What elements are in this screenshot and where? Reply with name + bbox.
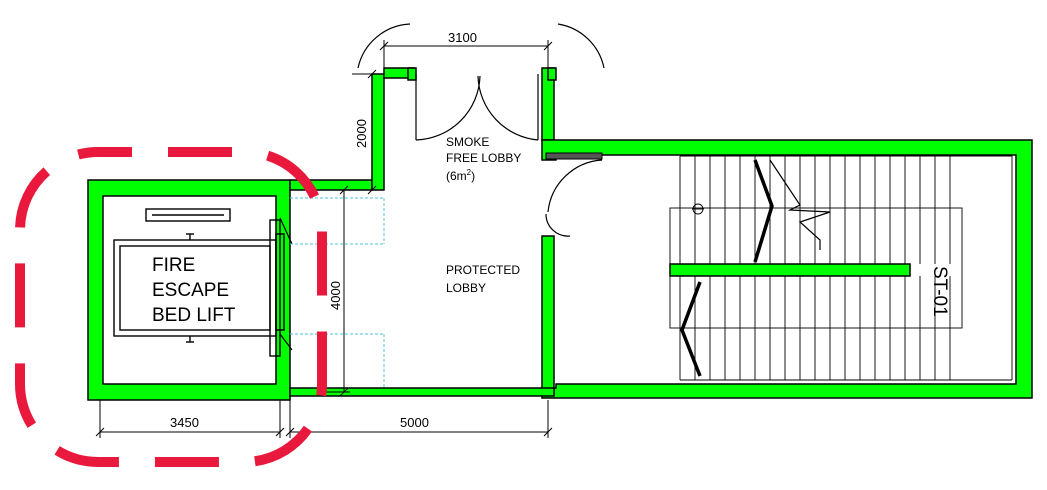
lift-car: [113, 208, 285, 357]
highlight-boundary: [15, 147, 327, 467]
smoke-lobby-door-right-arc: [557, 23, 605, 69]
stair-enclosure-wall: [541, 139, 1033, 399]
smoke-lobby-area: (6m2): [446, 168, 475, 183]
doors: [279, 23, 605, 351]
dim-smoke-lobby-width: 3100: [448, 30, 477, 45]
lobby-bottom-wall: [289, 387, 555, 397]
lift-label-line2: ESCAPE: [152, 280, 229, 301]
stair-door-frame: [545, 152, 603, 160]
stair-direction-arrow-lower: [680, 281, 702, 377]
dim-smoke-lobby-depth: 2000: [354, 119, 369, 148]
stair-mid-wall: [669, 263, 911, 277]
stair-treads-lower: [679, 276, 951, 380]
smoke-lobby-left-post: [407, 67, 417, 81]
stair-landing-outline: [669, 207, 963, 329]
stair-door-arc: [547, 159, 603, 213]
lift-door-panel: [269, 219, 281, 357]
dim-lobby-depth: 4000: [328, 281, 343, 310]
staircase: [669, 155, 1013, 381]
stair-direction-arrow-upper: [753, 159, 774, 263]
stair-break-line: [769, 159, 831, 250]
protected-lobby-label-line2: LOBBY: [446, 281, 486, 295]
dim-lift-width: 3450: [170, 415, 199, 430]
lobby-glass-lines: [290, 197, 385, 388]
smoke-lobby-left-wall: [371, 73, 385, 191]
protected-lobby-label-line1: PROTECTED: [446, 263, 520, 277]
lift-label-line1: FIRE: [152, 255, 195, 276]
dimension-lines: [95, 40, 553, 438]
lift-label-line3: BED LIFT: [152, 305, 236, 326]
protected-lobby-right-wall: [541, 235, 555, 395]
stair-label: ST-01: [929, 266, 950, 317]
dim-lobby-width: 5000: [400, 415, 429, 430]
stair-treads-upper: [679, 156, 951, 264]
smoke-lobby-right-post: [547, 67, 557, 81]
lift-light-fixture: [145, 208, 231, 222]
smoke-lobby-door-left-arc: [357, 23, 411, 69]
smoke-lobby-label-line1: SMOKE: [446, 135, 489, 149]
smoke-lobby-label-line2: FREE LOBBY: [446, 151, 521, 165]
